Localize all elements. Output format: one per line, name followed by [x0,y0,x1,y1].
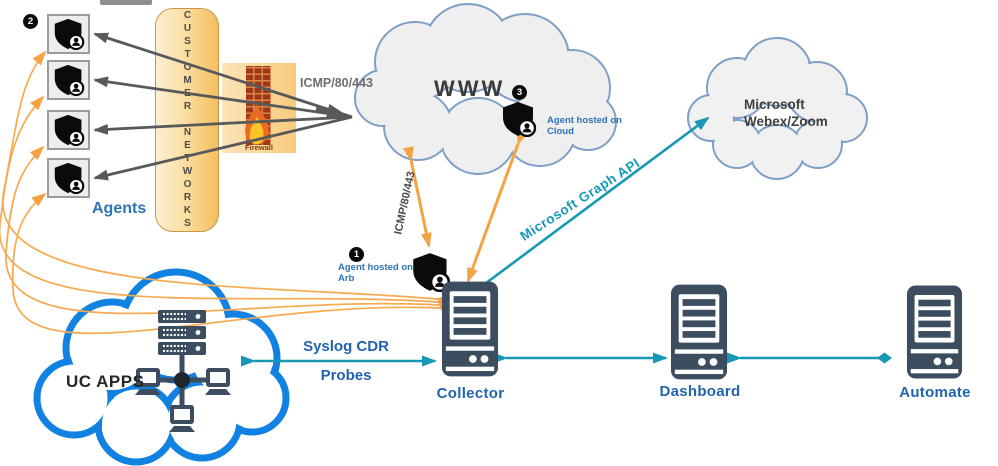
dashboard-label: Dashboard [659,383,741,400]
www-cloud-label: WWW [434,76,506,101]
icmp-arb-link-label: ICMP/80/443 [392,170,418,236]
syslog-cdr-label: Syslog CDR [303,338,389,355]
graph-api-link-label: Microsoft Graph API [517,155,643,244]
agent-hosted-on-arb-note: Agent hosted on Arb [338,262,413,285]
uc-apps-label: UC APPS [66,372,145,391]
collector-label: Collector [436,385,505,402]
terminal-icons [135,368,231,432]
hub-icon [174,372,190,388]
agent-hosted-on-cloud-note: Agent hosted on Cloud [547,115,622,138]
probes-label: Probes [320,367,372,384]
automate-label: Automate [899,384,971,401]
agent-icon-1 [47,14,90,54]
webex-cloud-label: Microsoft Webex/Zoom [744,97,828,129]
badge-3: 3 [512,85,527,100]
top-edge-bar [100,0,152,5]
agents-label: Agents [92,200,147,217]
icmp-agents-link-label: ICMP/80/443 [300,76,373,90]
badge-2: 2 [23,14,38,29]
